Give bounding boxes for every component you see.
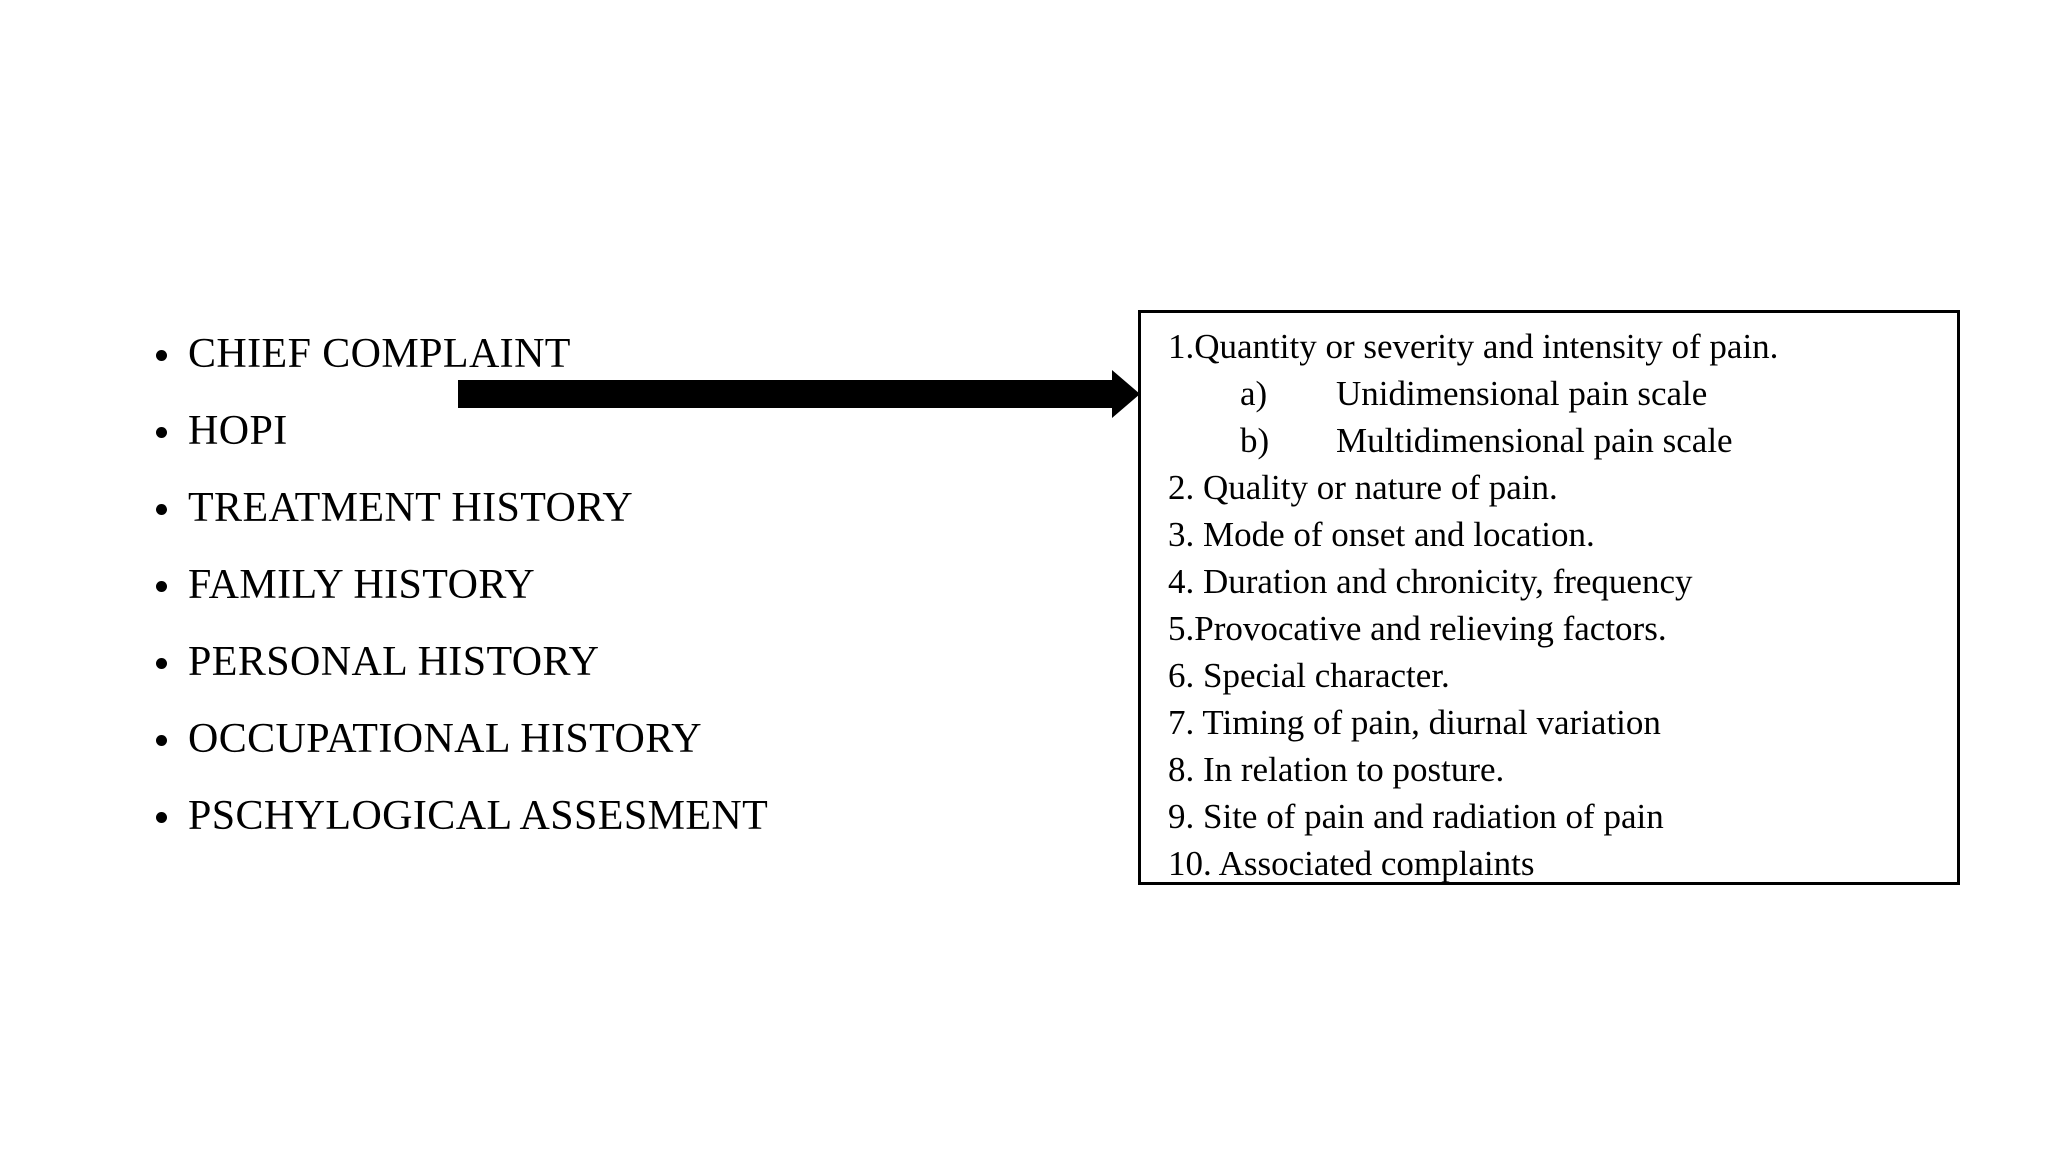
detail-sub-marker: b) [1240, 421, 1270, 460]
detail-line-text: 2. Quality or nature of pain. [1168, 468, 1558, 507]
detail-line-text: 8. In relation to posture. [1168, 750, 1505, 789]
list-item-label: OCCUPATIONAL HISTORY [188, 716, 703, 762]
detail-line: 3. Mode of onset and location. [1168, 511, 1949, 558]
detail-line-text: 9. Site of pain and radiation of pain [1168, 797, 1664, 836]
bullet-dot-icon [156, 349, 167, 361]
list-item-label: FAMILY HISTORY [188, 562, 536, 608]
detail-line: 2. Quality or nature of pain. [1168, 464, 1949, 511]
list-item: CHIEF COMPLAINT [150, 316, 1050, 393]
patient-history-list: CHIEF COMPLAINT HOPI TREATMENT HISTORY F… [150, 316, 1050, 855]
bullet-dot-icon [156, 580, 167, 592]
detail-sub-line: a) Unidimensional pain scale [1168, 370, 1949, 417]
list-item: PSCHYLOGICAL ASSESMENT [150, 778, 1050, 855]
detail-line: 10. Associated complaints [1168, 840, 1949, 887]
bullet-dot-icon [156, 657, 167, 669]
detail-line-text: Unidimensional pain scale [1336, 374, 1708, 413]
pain-detail-list: 1.Quantity or severity and intensity of … [1168, 323, 1949, 887]
detail-line-text: 3. Mode of onset and location. [1168, 515, 1595, 554]
list-item-label: PSCHYLOGICAL ASSESMENT [188, 793, 769, 839]
detail-line: 1.Quantity or severity and intensity of … [1168, 323, 1949, 370]
list-item: FAMILY HISTORY [150, 547, 1050, 624]
detail-line: 6. Special character. [1168, 652, 1949, 699]
bullet-dot-icon [156, 503, 167, 515]
detail-line: 4. Duration and chronicity, frequency [1168, 558, 1949, 605]
detail-line: 7. Timing of pain, diurnal variation [1168, 699, 1949, 746]
list-item: PERSONAL HISTORY [150, 624, 1050, 701]
detail-line-text: 1.Quantity or severity and intensity of … [1168, 327, 1779, 366]
pain-detail-box: 1.Quantity or severity and intensity of … [1138, 310, 1960, 885]
detail-line: 9. Site of pain and radiation of pain [1168, 793, 1949, 840]
list-item-label: TREATMENT HISTORY [188, 485, 634, 531]
list-item-label: HOPI [188, 408, 288, 454]
detail-line: 8. In relation to posture. [1168, 746, 1949, 793]
detail-line-text: 5.Provocative and relieving factors. [1168, 609, 1667, 648]
detail-line-text: 4. Duration and chronicity, frequency [1168, 562, 1693, 601]
list-item-label: CHIEF COMPLAINT [188, 331, 571, 377]
list-item-label: PERSONAL HISTORY [188, 639, 600, 685]
detail-line: 5.Provocative and relieving factors. [1168, 605, 1949, 652]
detail-line-text: 6. Special character. [1168, 656, 1450, 695]
list-item: HOPI [150, 393, 1050, 470]
list-item: TREATMENT HISTORY [150, 470, 1050, 547]
detail-line-text: 7. Timing of pain, diurnal variation [1168, 703, 1661, 742]
bullet-dot-icon [156, 811, 167, 823]
detail-line-text: Multidimensional pain scale [1336, 421, 1733, 460]
right-arrow-icon [458, 370, 1140, 418]
detail-sub-line: b) Multidimensional pain scale [1168, 417, 1949, 464]
detail-line-text: 10. Associated complaints [1168, 844, 1535, 883]
bullet-dot-icon [156, 426, 167, 438]
bullet-dot-icon [156, 734, 167, 746]
list-item: OCCUPATIONAL HISTORY [150, 701, 1050, 778]
detail-sub-marker: a) [1240, 374, 1268, 413]
